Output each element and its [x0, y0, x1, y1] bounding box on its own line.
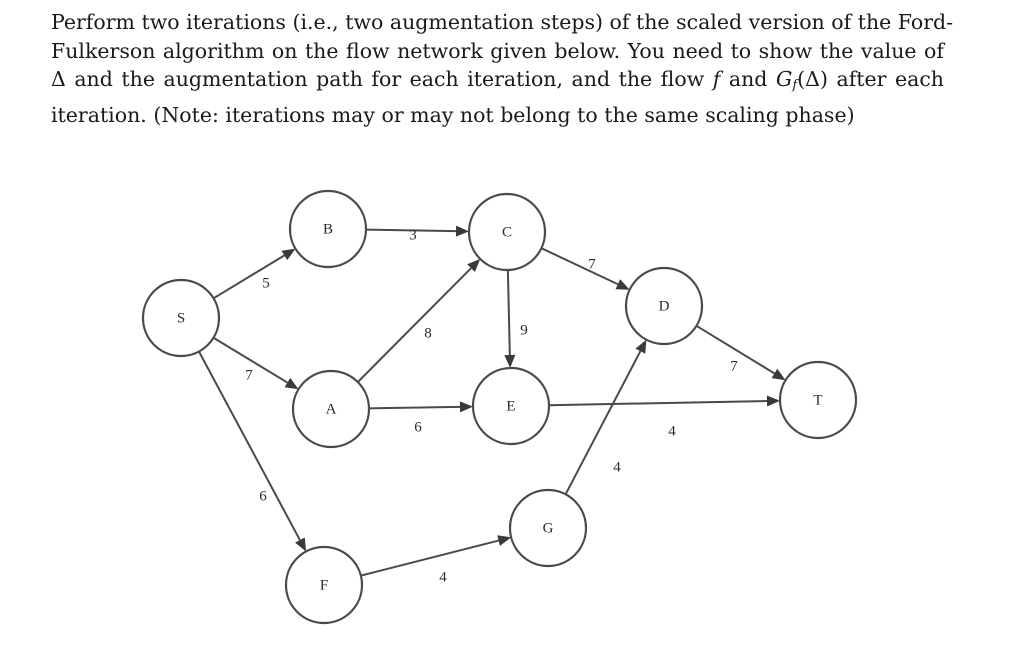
- edge-f-g: [360, 535, 512, 577]
- node-circle: [288, 189, 368, 269]
- capacity-label-a-c: 8: [424, 325, 432, 341]
- node-label: F: [320, 577, 328, 593]
- capacity-label-s-b: 5: [262, 275, 270, 291]
- edge-d-t: [695, 324, 786, 381]
- node-d: D: [624, 266, 704, 346]
- problem-text-3a: Δ and the augmentation path for each ite…: [51, 67, 713, 91]
- edge-line: [368, 405, 461, 410]
- edge-line: [365, 228, 457, 233]
- node-b: B: [288, 189, 368, 269]
- node-label: B: [323, 221, 333, 237]
- edge-a-c: [357, 258, 481, 383]
- edge-line: [357, 267, 472, 383]
- arrowhead: [467, 258, 481, 273]
- node-circle: [284, 545, 364, 625]
- capacity-label-g-d: 4: [613, 459, 621, 475]
- problem-text-3b: and: [720, 67, 776, 91]
- edge-line: [198, 351, 301, 541]
- edge-s-a: [212, 336, 299, 390]
- node-circle: [471, 366, 551, 446]
- node-label: S: [177, 310, 185, 326]
- edge-line: [212, 336, 288, 384]
- arrowhead: [615, 279, 630, 290]
- edge-g-d: [564, 339, 647, 495]
- capacity-label-b-c: 3: [409, 227, 417, 243]
- node-circle: [778, 360, 858, 440]
- arrowhead: [771, 368, 786, 381]
- edge-c-e: [504, 269, 516, 369]
- arrowhead: [504, 354, 516, 369]
- capacity-label-s-a: 7: [245, 367, 253, 383]
- residual-graph-symbol: G: [775, 67, 793, 91]
- edge-line: [212, 254, 285, 300]
- problem-text-4: iteration. (Note: iterations may or may …: [51, 102, 855, 127]
- node-label: C: [502, 224, 512, 240]
- node-g: G: [508, 488, 588, 568]
- problem-text-1: Perform two iterations (i.e., two augmen…: [51, 10, 954, 34]
- capacity-label-c-e: 9: [520, 322, 528, 338]
- problem-line-1: Perform two iterations (i.e., two augmen…: [51, 8, 953, 37]
- problem-line-4: iteration. (Note: iterations may or may …: [51, 101, 944, 130]
- node-c: C: [467, 192, 547, 272]
- arrowhead: [635, 339, 647, 354]
- node-circle: [508, 488, 588, 568]
- edge-line: [540, 247, 619, 286]
- edge-s-f: [198, 351, 307, 552]
- edge-line: [506, 269, 511, 356]
- problem-text-2: Fulkerson algorithm on the flow network …: [51, 38, 944, 63]
- capacity-label-s-f: 6: [259, 488, 267, 504]
- capacity-label-f-g: 4: [439, 569, 447, 585]
- edge-labels-layer: 5 7 6 3 8 9 7 6 7 4 4 4: [245, 227, 738, 585]
- arrowhead: [459, 401, 474, 413]
- node-circle: [291, 369, 371, 449]
- capacity-label-c-d: 7: [588, 256, 596, 272]
- problem-statement: Perform two iterations (i.e., two augmen…: [51, 8, 953, 130]
- problem-text-3c: (Δ) after each: [797, 67, 945, 91]
- node-s: S: [141, 278, 221, 358]
- node-label: E: [506, 398, 515, 414]
- edge-line: [360, 539, 499, 577]
- node-t: T: [778, 360, 858, 440]
- nodes-layer: S B C D A E T G F: [141, 189, 858, 625]
- node-label: A: [326, 401, 337, 417]
- node-e: E: [471, 366, 551, 446]
- edge-c-d: [540, 247, 630, 290]
- problem-line-2: Fulkerson algorithm on the flow network …: [51, 37, 944, 66]
- arrowhead: [284, 377, 299, 390]
- arrowhead: [766, 395, 781, 407]
- node-f: F: [284, 545, 364, 625]
- node-circle: [141, 278, 221, 358]
- capacity-label-a-e: 6: [414, 419, 422, 435]
- node-label: G: [543, 520, 554, 536]
- problem-line-3: Δ and the augmentation path for each ite…: [51, 65, 944, 101]
- arrowhead: [281, 248, 296, 261]
- edges-layer: [198, 225, 786, 577]
- edge-line: [564, 350, 642, 495]
- capacity-label-e-t: 4: [668, 423, 676, 439]
- edge-s-b: [212, 248, 296, 300]
- node-label: T: [813, 392, 822, 408]
- node-label: D: [659, 298, 670, 314]
- arrowhead: [497, 535, 512, 546]
- edge-line: [548, 399, 768, 407]
- residual-graph-subscript: f: [792, 78, 798, 93]
- edge-e-t: [548, 395, 781, 407]
- edge-line: [695, 324, 775, 375]
- node-circle: [467, 192, 547, 272]
- edge-b-c: [365, 225, 470, 237]
- arrowhead: [295, 537, 307, 552]
- node-a: A: [291, 369, 371, 449]
- arrowhead: [455, 225, 470, 237]
- node-circle: [624, 266, 704, 346]
- edge-a-e: [368, 401, 474, 413]
- flow-symbol: f: [712, 67, 721, 91]
- capacity-label-d-t: 7: [730, 358, 738, 374]
